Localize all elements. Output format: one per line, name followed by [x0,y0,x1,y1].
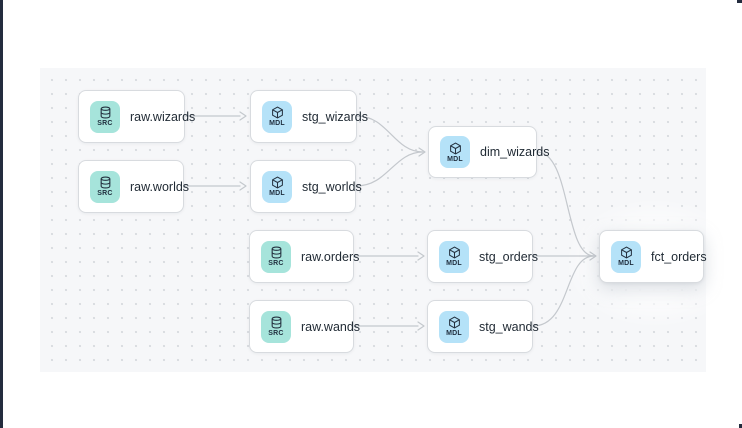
node-raw-orders[interactable]: SRC raw.orders [249,230,359,283]
mdl-badge: MDL [262,170,292,203]
node-label: stg_orders [479,249,539,264]
edge-arrow [418,147,426,157]
mdl-badge-label: MDL [269,120,285,127]
cube-icon [271,106,284,120]
node-label: raw.orders [301,249,360,264]
src-badge: SRC [90,170,120,203]
node-dim-wizards[interactable]: MDL dim_wizards [428,126,549,178]
src-badge: SRC [261,240,291,273]
edge-arrow [239,111,247,121]
database-icon [270,246,283,260]
node-raw-wands[interactable]: SRC raw.wands [249,300,360,353]
src-badge-label: SRC [97,190,113,197]
node-stg-orders[interactable]: MDL stg_orders [427,230,538,283]
database-icon [99,106,112,120]
cube-icon [448,316,461,330]
mdl-badge-label: MDL [446,260,462,267]
cube-icon [448,246,461,260]
node-label: raw.worlds [130,179,190,194]
window-edge-strip [0,0,3,428]
node-raw-worlds[interactable]: SRC raw.worlds [78,160,189,213]
edge-arrow [417,321,425,331]
edge-arrow [239,181,247,191]
mdl-badge: MDL [262,100,292,133]
edge-arrow [589,251,597,261]
src-badge-label: SRC [268,330,284,337]
node-stg-wizards[interactable]: MDL stg_wizards [250,90,368,143]
node-label: fct_orders [651,249,707,264]
edge-arrow [417,251,425,261]
src-badge-label: SRC [268,260,284,267]
src-badge: SRC [90,100,120,133]
window-corner-artifact-top [737,0,742,3]
node-label: raw.wizards [130,109,196,124]
node-label: stg_worlds [302,179,362,194]
node-label: stg_wizards [302,109,368,124]
src-badge: SRC [261,310,291,343]
mdl-badge: MDL [611,240,641,273]
edge-dim-wizards-fct-orders [536,151,595,257]
node-label: dim_wizards [480,145,550,159]
dag-canvas[interactable]: SRC raw.wizards MDL stg_wizards SRC raw.… [40,68,742,372]
database-icon [99,176,112,190]
mdl-badge-label: MDL [618,260,634,267]
cube-icon [620,246,633,260]
node-stg-wands[interactable]: MDL stg_wands [427,300,539,353]
node-stg-worlds[interactable]: MDL stg_worlds [250,160,362,213]
node-label: raw.wands [301,319,361,334]
node-fct-orders[interactable]: MDL fct_orders [599,230,707,283]
cube-icon [271,176,284,190]
window-corner-artifact-bottom [739,424,742,428]
mdl-badge-label: MDL [269,190,285,197]
node-label: stg_wands [479,319,539,334]
src-badge-label: SRC [97,120,113,127]
mdl-badge: MDL [440,136,470,168]
database-icon [270,316,283,330]
cube-icon [449,141,462,156]
node-raw-wizards[interactable]: SRC raw.wizards [78,90,195,143]
mdl-badge: MDL [439,310,469,343]
mdl-badge-label: MDL [446,330,462,337]
mdl-badge: MDL [439,240,469,273]
edge-stg-worlds-dim-wizards [355,151,424,187]
mdl-badge-label: MDL [447,155,463,163]
edge-stg-wands-fct-orders [532,255,595,327]
